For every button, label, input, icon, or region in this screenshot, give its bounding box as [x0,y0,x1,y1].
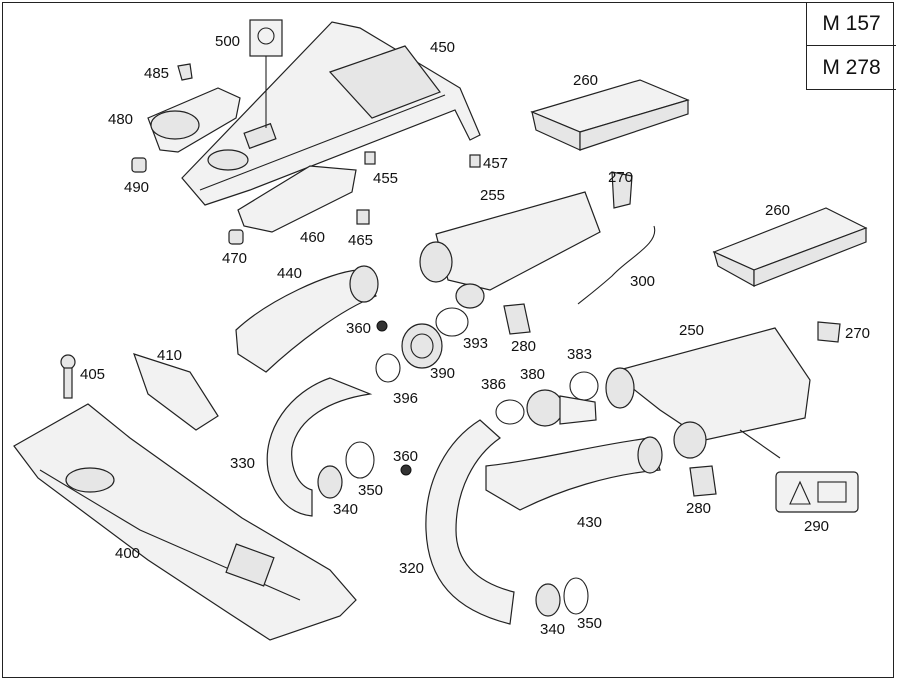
part-460-panel [237,165,357,233]
callout-390: 390 [430,365,456,382]
callout-457: 457 [483,155,509,172]
part-396-clamp [375,353,401,383]
callout-455: 455 [373,170,399,187]
callout-350-upper: 350 [358,482,384,499]
callout-350-lower: 350 [577,615,603,632]
part-485-clip [177,63,193,81]
part-410-bracket [133,353,219,431]
callout-280-lower: 280 [686,500,712,517]
callout-386: 386 [481,376,507,393]
part-457-clip [469,154,481,168]
part-390-air-mass-sensor [401,323,443,369]
callout-465: 465 [348,232,374,249]
callout-280-upper: 280 [511,338,537,355]
part-383-clamp [569,371,599,401]
part-490-grommet [131,157,147,173]
callout-330: 330 [230,455,256,472]
part-450-engine-cover [181,21,481,206]
callout-450: 450 [430,39,456,56]
part-350-ring-upper [345,441,375,479]
callout-400: 400 [115,545,141,562]
callout-480: 480 [108,111,134,128]
part-280-bracket-upper [503,303,531,335]
callout-250: 250 [679,322,705,339]
part-290-warning-label [775,471,859,513]
callout-300: 300 [630,273,656,290]
callout-340-lower: 340 [540,621,566,638]
part-500-warning-label [249,19,283,128]
callout-460: 460 [300,229,326,246]
part-270-sensor-lower [817,321,841,343]
part-470-grommet [228,229,244,245]
part-465-clip [356,209,370,225]
callout-270-upper: 270 [608,169,634,186]
callout-405: 405 [80,366,106,383]
part-340-ring-lower [535,583,561,617]
part-250-air-filter-housing-lower [605,327,811,459]
callout-340-upper: 340 [333,501,359,518]
part-300-cable [577,225,656,305]
callout-430: 430 [577,514,603,531]
part-400-underbody-panel [13,403,357,641]
part-260-air-filter-upper [530,79,690,151]
callout-393: 393 [463,335,489,352]
part-270-sensor-upper [611,171,633,209]
part-380-air-mass-sensor [526,389,597,427]
callout-260-upper: 260 [573,72,599,89]
callout-290: 290 [804,518,830,535]
callout-470: 470 [222,250,248,267]
callout-320: 320 [399,560,425,577]
callout-383: 383 [567,346,593,363]
part-405-bolt [60,354,76,399]
engine-code-m157: M 157 [822,11,881,35]
engine-code-m278: M 278 [807,45,896,89]
callout-410: 410 [157,347,183,364]
part-386-clamp [495,399,525,425]
part-340-ring-upper [317,465,343,499]
engine-code-box: M 157 M 278 [806,2,896,90]
callout-485: 485 [144,65,170,82]
part-330-intake-hose [266,377,373,517]
part-360-bolt-lower [400,464,412,476]
part-360-bolt-upper [376,320,388,332]
part-440-air-duct [235,265,379,373]
part-320-intake-hose [425,419,515,625]
part-430-air-duct [485,436,663,511]
callout-360-lower: 360 [393,448,419,465]
callout-380: 380 [520,366,546,383]
part-260-air-filter-lower [712,207,868,288]
part-280-bracket-lower [689,465,717,497]
part-480-cover [147,87,241,153]
callout-360-upper: 360 [346,320,372,337]
callout-440: 440 [277,265,303,282]
callout-396: 396 [393,390,419,407]
part-455-clip [364,151,376,165]
callout-260-lower: 260 [765,202,791,219]
part-393-clamp [435,307,469,337]
callout-500: 500 [215,33,241,50]
callout-270-lower: 270 [845,325,871,342]
part-350-ring-lower [563,577,589,615]
part-255-air-filter-housing-upper [419,191,601,309]
callout-255: 255 [480,187,506,204]
callout-490: 490 [124,179,150,196]
